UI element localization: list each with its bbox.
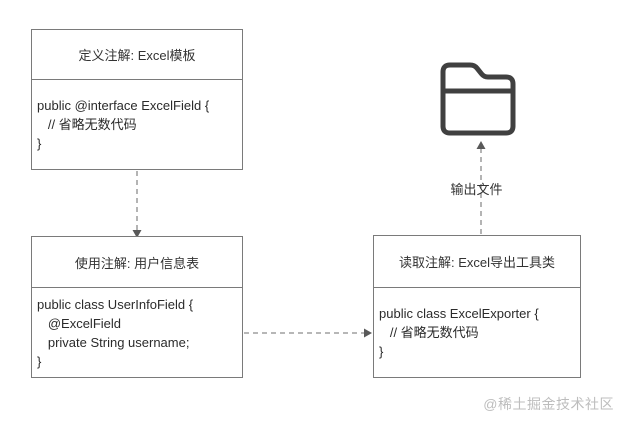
code-line: public class UserInfoField { (37, 296, 194, 312)
node-title: 读取注解: Excel导出工具类 (374, 236, 580, 288)
code-line: private String username; (37, 334, 190, 350)
code-line: // 省略无数代码 (379, 325, 479, 340)
node-title: 使用注解: 用户信息表 (32, 237, 242, 288)
arrow-define-to-use (132, 171, 142, 238)
node-use-annotation[interactable]: 使用注解: 用户信息表 public class UserInfoField {… (31, 236, 243, 378)
arrow-use-to-read (244, 328, 372, 338)
node-title: 定义注解: Excel模板 (32, 30, 242, 80)
node-read-annotation[interactable]: 读取注解: Excel导出工具类 public class ExcelExpor… (373, 235, 581, 378)
code-line: public @interface ExcelField { (37, 98, 210, 113)
node-code-block: public class ExcelExporter { // 省略无数代码 } (374, 288, 580, 377)
code-line: public class ExcelExporter { (379, 306, 539, 321)
node-code-block: public @interface ExcelField { // 省略无数代码… (32, 80, 242, 169)
code-line: } (37, 353, 42, 369)
code-line: @ExcelField (37, 315, 121, 331)
folder-label: 输出文件 (450, 182, 503, 197)
folder-icon (440, 62, 516, 136)
node-code-block: public class UserInfoField { @ExcelField… (32, 288, 242, 377)
code-line: } (379, 344, 384, 359)
node-define-annotation[interactable]: 定义注解: Excel模板 public @interface ExcelFie… (31, 29, 243, 170)
code-line: // 省略无数代码 (37, 117, 137, 132)
code-line: } (37, 136, 42, 151)
watermark: @稀土掘金技术社区 (483, 396, 614, 412)
